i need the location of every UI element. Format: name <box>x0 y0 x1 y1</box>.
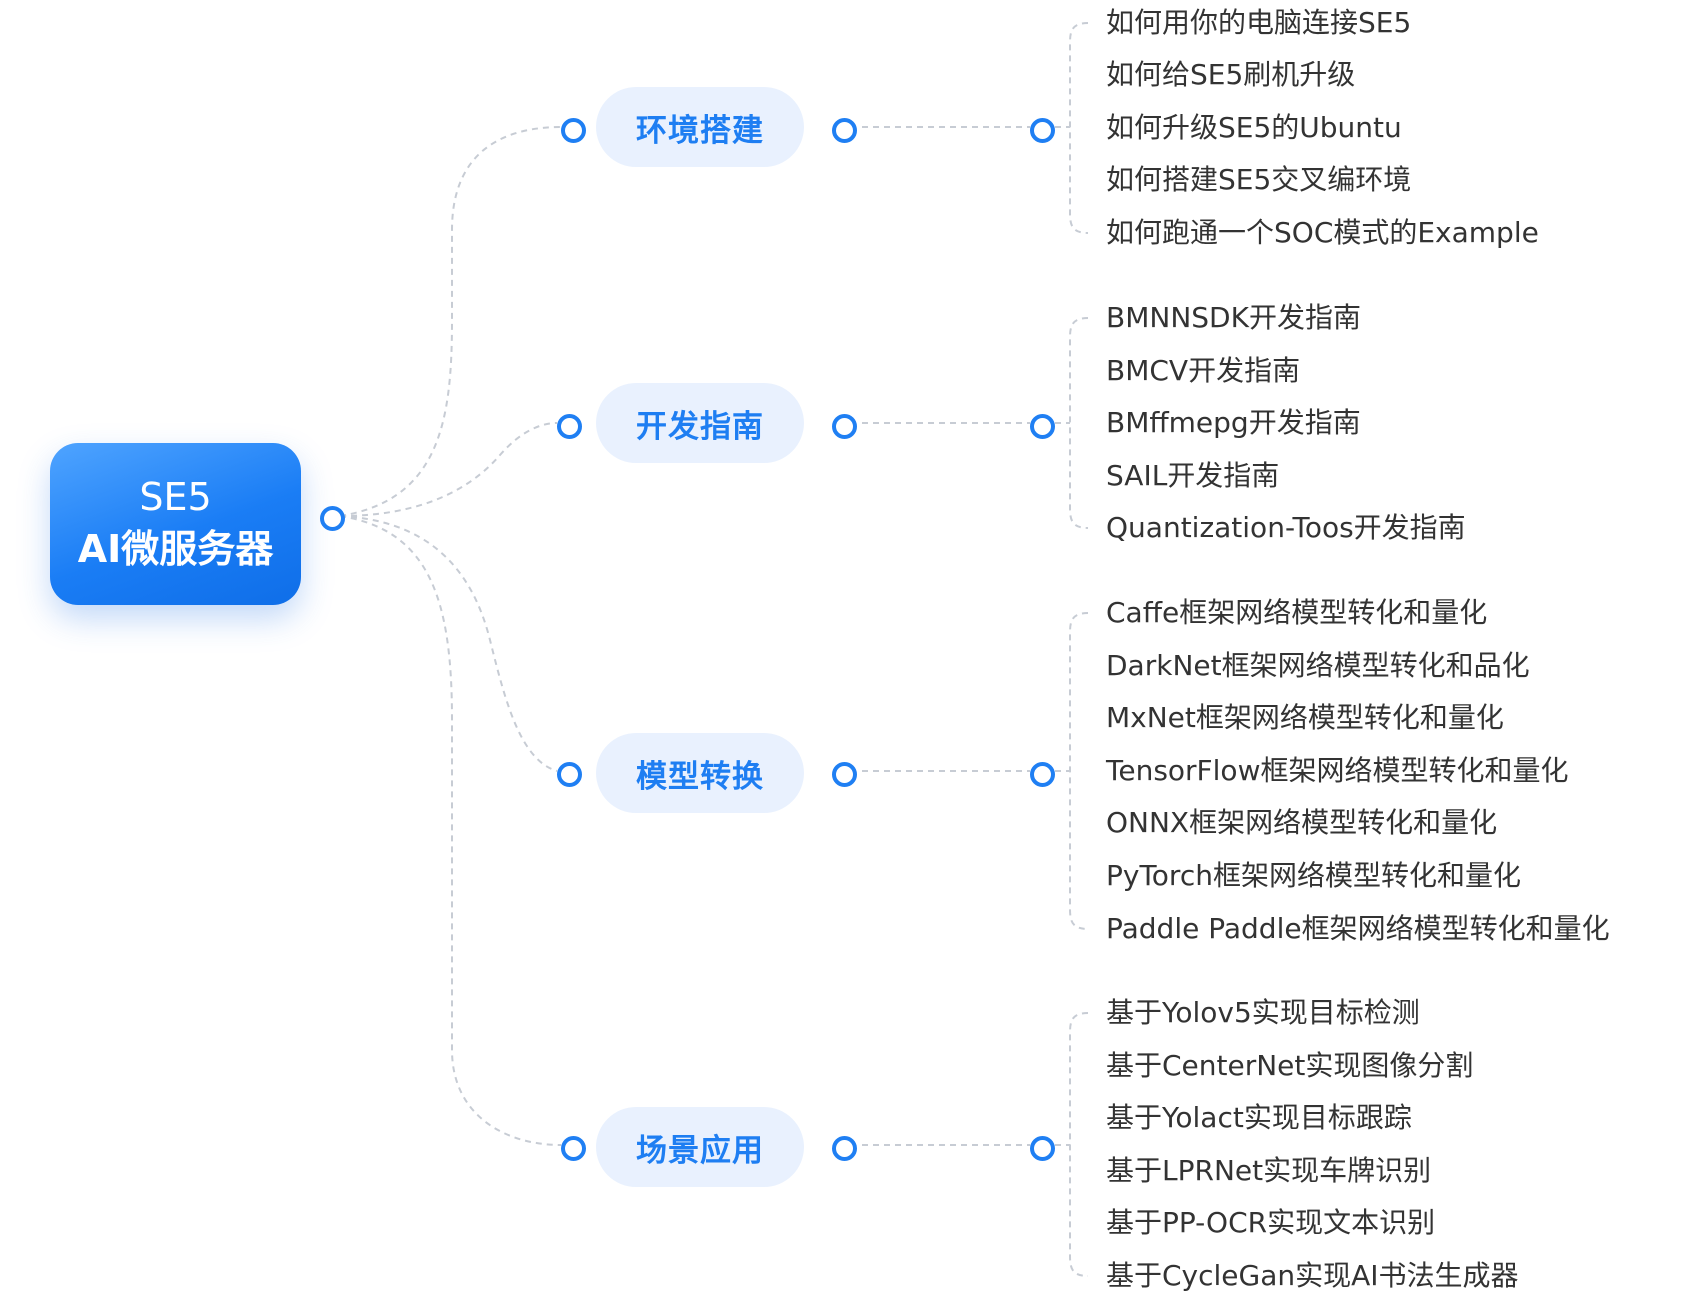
leaf-item: 基于Yolact实现目标跟踪 <box>1106 1101 1412 1134</box>
branch-node-dev-guide: 开发指南 <box>596 383 804 463</box>
leaf-group-dot <box>1030 1136 1055 1161</box>
branch-out-dot <box>832 1136 857 1161</box>
leaf-item: BMNNSDK开发指南 <box>1106 301 1361 334</box>
branch-in-dot <box>557 414 582 439</box>
root-to-branch-connector <box>339 126 562 517</box>
root-to-branch-connector <box>339 515 558 772</box>
leaf-item: Caffe框架网络模型转化和量化 <box>1106 596 1488 629</box>
leaf-item: 如何跑通一个SOC模式的Example <box>1106 216 1539 249</box>
branch-node-env-setup: 环境搭建 <box>596 87 804 167</box>
leaf-item: BMffmepg开发指南 <box>1106 406 1361 439</box>
leaf-item: 基于PP-OCR实现文本识别 <box>1106 1206 1436 1239</box>
leaf-bracket-connector <box>1069 317 1089 529</box>
root-to-branch-connector <box>339 422 558 517</box>
leaf-item: BMCV开发指南 <box>1106 354 1301 387</box>
leaf-group-dot <box>1030 118 1055 143</box>
branch-label: 环境搭建 <box>636 112 764 149</box>
leaf-bracket-connector <box>1069 22 1089 234</box>
leaf-item: 基于Yolov5实现目标检测 <box>1106 996 1420 1029</box>
leaf-item: 如何搭建SE5交叉编环境 <box>1106 163 1412 196</box>
branch-label: 开发指南 <box>636 408 764 445</box>
leaf-item: 基于CycleGan实现AI书法生成器 <box>1106 1259 1519 1292</box>
root-to-branch-connector <box>339 515 562 1146</box>
leaf-group-dot <box>1030 762 1055 787</box>
leaf-item: DarkNet框架网络模型转化和品化 <box>1106 649 1530 682</box>
branch-out-dot <box>832 762 857 787</box>
leaf-item: ONNX框架网络模型转化和量化 <box>1106 806 1498 839</box>
leaf-item: Quantization-Toos开发指南 <box>1106 511 1466 544</box>
root-connector-dot <box>320 506 345 531</box>
branch-node-model-conversion: 模型转换 <box>596 733 804 813</box>
leaf-item: Paddle Paddle框架网络模型转化和量化 <box>1106 912 1610 945</box>
leaf-group-dot <box>1030 414 1055 439</box>
root-node: SE5 AI微服务器 <box>50 443 301 605</box>
branch-node-scenario-apps: 场景应用 <box>596 1107 804 1187</box>
leaf-item: SAIL开发指南 <box>1106 459 1280 492</box>
leaf-item: 如何用你的电脑连接SE5 <box>1106 6 1412 39</box>
leaf-item: TensorFlow框架网络模型转化和量化 <box>1106 754 1569 787</box>
leaf-item: 基于CenterNet实现图像分割 <box>1106 1049 1474 1082</box>
leaf-item: MxNet框架网络模型转化和量化 <box>1106 701 1504 734</box>
branch-label: 模型转换 <box>636 758 764 795</box>
root-title: SE5 <box>139 475 212 519</box>
branch-in-dot <box>561 1136 586 1161</box>
branch-in-dot <box>557 762 582 787</box>
root-subtitle: AI微服务器 <box>77 527 274 571</box>
branch-out-dot <box>832 118 857 143</box>
leaf-item: 如何给SE5刷机升级 <box>1106 58 1356 91</box>
leaf-item: 基于LPRNet实现车牌识别 <box>1106 1154 1432 1187</box>
leaf-bracket-connector <box>1069 1012 1089 1277</box>
leaf-item: 如何升级SE5的Ubuntu <box>1106 111 1402 144</box>
leaf-bracket-connector <box>1069 612 1089 930</box>
leaf-item: PyTorch框架网络模型转化和量化 <box>1106 859 1521 892</box>
branch-in-dot <box>561 118 586 143</box>
branch-out-dot <box>832 414 857 439</box>
branch-label: 场景应用 <box>636 1132 764 1169</box>
